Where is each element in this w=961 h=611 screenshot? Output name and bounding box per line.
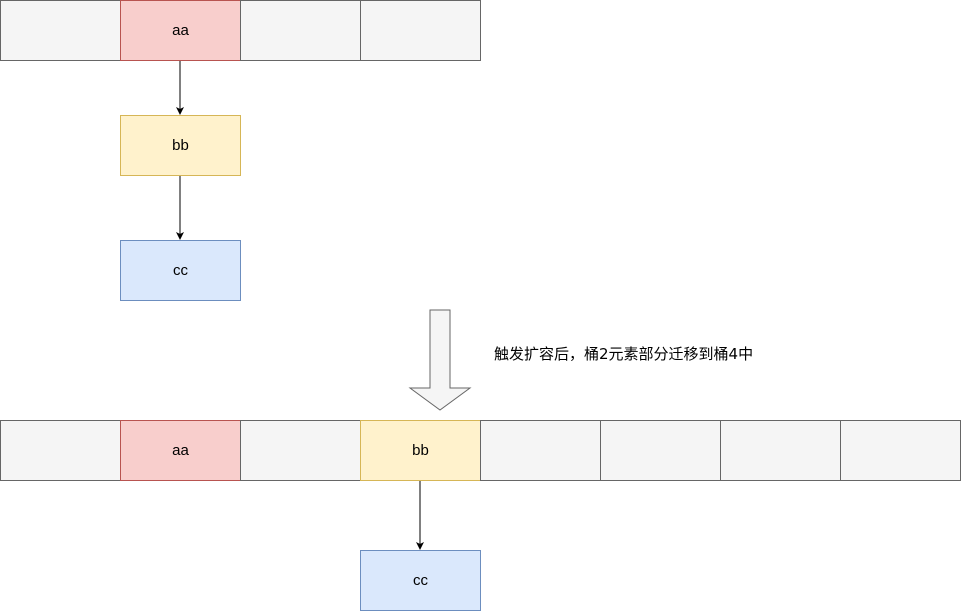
before-bucket-1: aa xyxy=(120,0,241,61)
before-chain-node-bb: bb xyxy=(120,115,241,176)
expansion-caption: 触发扩容后，桶2元素部分迁移到桶4中 xyxy=(494,345,754,363)
before-chain-node-cc: cc xyxy=(120,240,241,301)
before-bucket-0 xyxy=(0,0,121,61)
after-bucket-5 xyxy=(600,420,721,481)
expansion-arrow-icon xyxy=(408,309,472,411)
after-bucket-4 xyxy=(480,420,601,481)
before-bucket-3 xyxy=(360,0,481,61)
after-bucket-6 xyxy=(720,420,841,481)
after-bucket-1: aa xyxy=(120,420,241,481)
after-bucket-2 xyxy=(240,420,361,481)
after-bucket-3: bb xyxy=(360,420,481,481)
after-bucket-7 xyxy=(840,420,961,481)
before-bucket-2 xyxy=(240,0,361,61)
after-bucket-0 xyxy=(0,420,121,481)
after-chain-node-cc: cc xyxy=(360,550,481,611)
